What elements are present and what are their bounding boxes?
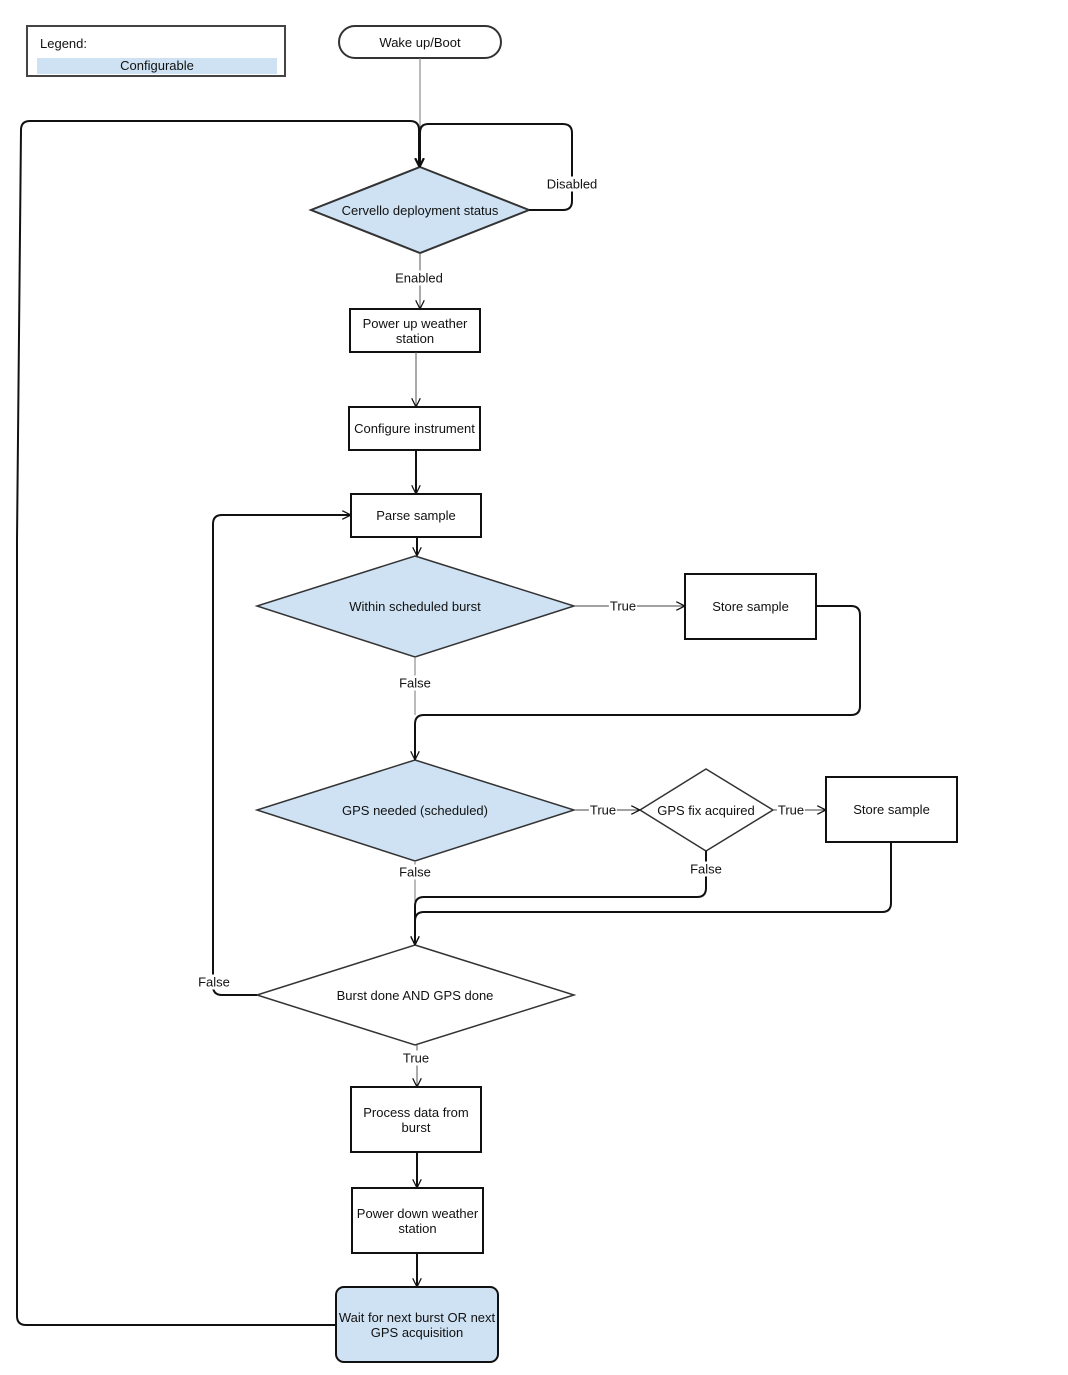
edge-burst-false <box>212 515 350 996</box>
edge-label-burst-false: False <box>197 974 231 990</box>
edge-wait-loop-back <box>16 120 419 1326</box>
edge-store2-to-burst <box>415 842 892 944</box>
configure-box <box>348 406 481 451</box>
burst-done-label: Burst done AND GPS done <box>336 987 494 1003</box>
wait-label: Wait for next burst OR next GPS acquisit… <box>338 1309 496 1340</box>
power-down-box <box>351 1187 484 1254</box>
configure-label: Configure instrument <box>354 421 475 436</box>
burst-done-decision <box>254 944 577 1046</box>
power-down-label: Power down weather station <box>356 1205 479 1236</box>
legend-configurable-swatch: Configurable <box>37 58 277 74</box>
process-label: Process data from burst <box>363 1104 469 1135</box>
gps-needed-label: GPS needed (scheduled) <box>342 802 488 818</box>
edge-label-enabled: Enabled <box>394 270 444 286</box>
wake-label: Wake up/Boot <box>379 34 461 50</box>
gps-fix-label: GPS fix acquired <box>657 802 755 818</box>
power-up-label: Power up weather station <box>362 315 468 346</box>
edge-label-within-true: True <box>608 598 638 614</box>
store-sample-2-box <box>825 776 958 843</box>
edge-label-fix-true: True <box>776 802 806 818</box>
edge-deployment-disabled <box>420 123 573 211</box>
within-burst-label: Within scheduled burst <box>349 598 481 614</box>
edge-label-gps-true: True <box>588 802 618 818</box>
edge-label-disabled: Disabled <box>545 176 599 192</box>
edge-fix-false <box>415 851 707 944</box>
edge-label-fix-false: False <box>689 861 723 877</box>
edge-label-within-false: False <box>398 675 432 691</box>
parse-label: Parse sample <box>376 508 456 523</box>
store-sample-1-label: Store sample <box>712 599 789 614</box>
edge-label-burst-true: True <box>401 1050 431 1066</box>
deployment-label: Cervello deployment status <box>341 202 499 218</box>
edge-store1-to-gps <box>415 605 861 759</box>
power-up-box <box>349 308 481 353</box>
legend-title: Legend: <box>40 36 87 51</box>
store-sample-2-label: Store sample <box>853 802 930 817</box>
legend: Legend: Configurable <box>26 25 286 77</box>
edge-label-gps-false: False <box>398 864 432 880</box>
